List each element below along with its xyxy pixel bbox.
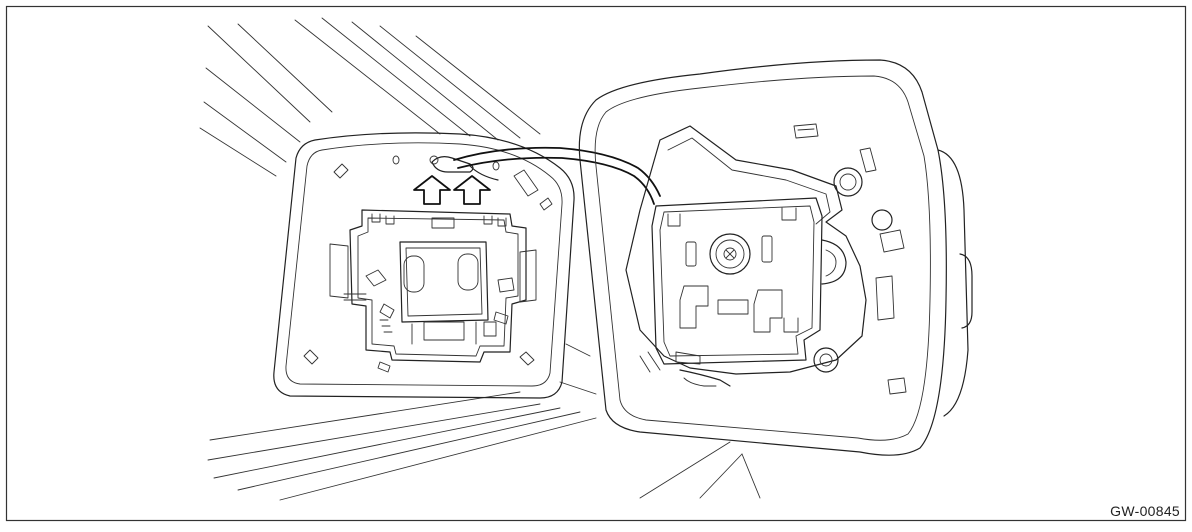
figure-code: GW-00845 [1110,503,1180,519]
background-lines [199,17,761,501]
up-arrow-icon-right [453,175,491,205]
up-arrow-icon-left [413,175,451,205]
frame-border [5,5,1187,522]
mirror-glass-back [273,132,575,399]
wiring-harness [453,146,661,205]
mirror-housing [578,59,973,456]
